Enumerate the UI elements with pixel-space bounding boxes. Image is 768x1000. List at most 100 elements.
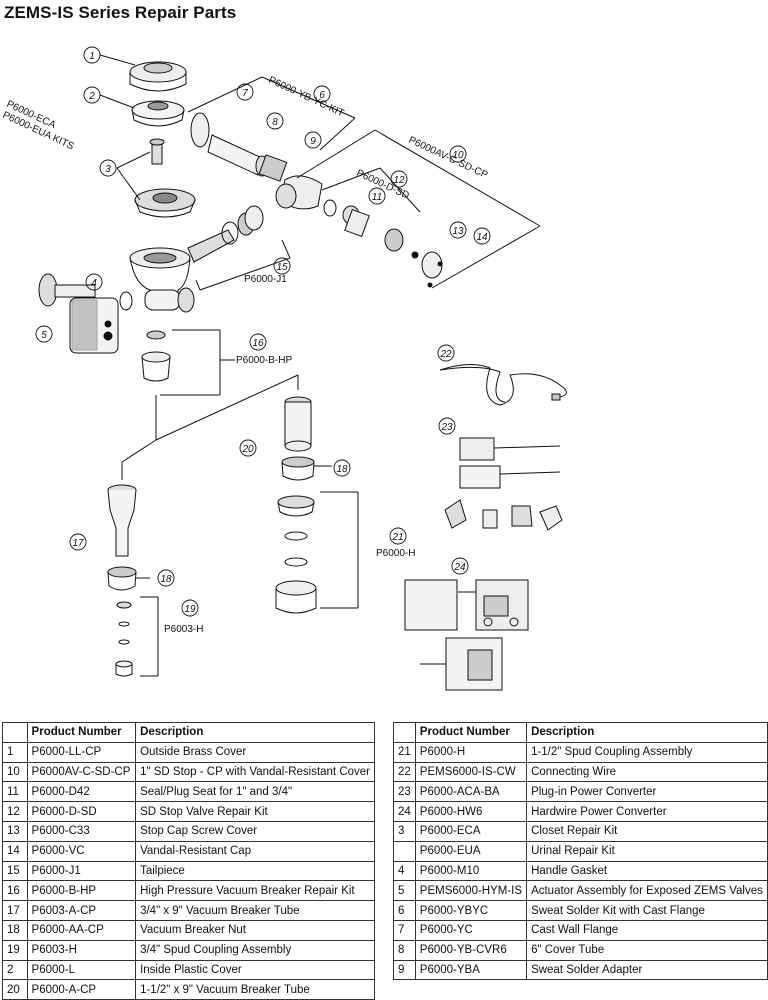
row-num: 22 bbox=[393, 761, 416, 783]
kit-label-p6003: P6003-H bbox=[164, 624, 203, 635]
row-num: 4 bbox=[393, 860, 416, 882]
callout-4-circle bbox=[85, 273, 103, 291]
table-header-row: Product Number Description bbox=[393, 722, 768, 743]
row-product-number: P6000-VC bbox=[26, 840, 137, 862]
callout-17-circle bbox=[69, 533, 87, 551]
row-description: Sweat Solder Adapter bbox=[526, 959, 768, 981]
exploded-parts-diagram: 1 2 3 4 5 6 7 8 9 10 11 12 13 14 15 16 1… bbox=[1, 46, 567, 691]
callout-2-circle bbox=[83, 86, 101, 104]
callout-5-circle bbox=[35, 325, 53, 343]
row-description: Closet Repair Kit bbox=[526, 820, 768, 842]
header-num bbox=[393, 722, 416, 743]
callout-3-circle bbox=[99, 159, 117, 177]
row-description: Handle Gasket bbox=[526, 860, 768, 882]
row-num: 16 bbox=[2, 880, 28, 902]
row-description: Hardwire Power Converter bbox=[526, 801, 768, 822]
callout-15: 15 bbox=[276, 262, 288, 273]
callout-13-circle bbox=[449, 221, 467, 239]
row-num: 9 bbox=[393, 959, 416, 981]
callout-10: 10 bbox=[452, 150, 464, 161]
row-product-number: P6000-B-HP bbox=[26, 880, 137, 902]
part-breaker-tube-small bbox=[107, 484, 137, 557]
row-num: 7 bbox=[393, 919, 416, 941]
row-description: 1-1/2" x 9" Vacuum Breaker Tube bbox=[135, 979, 375, 1000]
row-product-number: P6000-A-CP bbox=[26, 979, 137, 1000]
row-description: 3/4" Spud Coupling Assembly bbox=[135, 939, 375, 961]
header-product-number: Product Number bbox=[414, 722, 528, 743]
row-description: Cast Wall Flange bbox=[526, 919, 768, 941]
row-product-number: P6000AV-C-SD-CP bbox=[26, 761, 137, 783]
callout-10-circle bbox=[449, 145, 467, 163]
callout-11-circle bbox=[368, 187, 386, 205]
callout-12-circle bbox=[390, 170, 408, 188]
row-product-number: P6000-D42 bbox=[26, 781, 137, 803]
callout-1-circle bbox=[83, 46, 101, 64]
row-product-number: P6000-ACA-BA bbox=[414, 781, 528, 803]
row-num: 11 bbox=[2, 781, 28, 803]
callout-22-circle bbox=[437, 344, 455, 362]
row-product-number: P6000-YC bbox=[414, 919, 528, 941]
table-header-row: Product Number Description bbox=[2, 722, 375, 743]
callout-16: 16 bbox=[252, 338, 264, 349]
row-product-number: P6000-L bbox=[26, 959, 137, 981]
callout-18-circle bbox=[333, 459, 351, 477]
callout-21-circle bbox=[389, 527, 407, 545]
row-num: 1 bbox=[2, 741, 28, 763]
row-product-number: P6000-YBA bbox=[414, 959, 528, 981]
row-description: High Pressure Vacuum Breaker Repair Kit bbox=[135, 880, 375, 902]
part-connecting-wire bbox=[439, 364, 567, 406]
part-valve-body bbox=[129, 247, 195, 313]
kit-label-j1: P6000-J1 bbox=[244, 274, 287, 285]
callout-6: 6 bbox=[319, 90, 325, 101]
row-num: 14 bbox=[2, 840, 28, 862]
row-num: 10 bbox=[2, 761, 28, 783]
part-tailpiece bbox=[187, 205, 291, 291]
row-num: 17 bbox=[2, 900, 28, 921]
row-num: 2 bbox=[2, 959, 28, 981]
row-description: Seal/Plug Seat for 1" and 3/4" bbox=[135, 781, 375, 803]
callout-20-circle bbox=[239, 439, 257, 457]
row-product-number: P6000-EUA bbox=[414, 840, 528, 862]
row-product-number: P6000-AA-CP bbox=[26, 919, 137, 941]
part-inside-plastic-cover bbox=[99, 94, 185, 127]
row-product-number: P6003-H bbox=[26, 939, 137, 961]
callout-7: 7 bbox=[242, 88, 248, 99]
row-description: Vandal-Resistant Cap bbox=[135, 840, 375, 862]
part-outside-brass-cover bbox=[99, 54, 187, 92]
callout-2: 2 bbox=[88, 91, 95, 102]
row-num: 6 bbox=[393, 900, 416, 921]
kit-label-bhp: P6000-B-HP bbox=[236, 355, 292, 366]
part-plug-in-converter bbox=[444, 437, 563, 531]
row-product-number: P6000-H bbox=[414, 741, 528, 763]
callout-19: 19 bbox=[184, 604, 196, 615]
part-spud-coupling-small bbox=[115, 596, 159, 677]
row-description: Stop Cap Screw Cover bbox=[135, 820, 375, 842]
callout-9-circle bbox=[304, 131, 322, 149]
callout-18b-circle bbox=[157, 569, 175, 587]
part-actuator-assembly bbox=[38, 273, 119, 354]
part-breaker-nut bbox=[281, 456, 332, 481]
header-description: Description bbox=[135, 722, 375, 743]
part-stop-cap-screw bbox=[411, 251, 419, 259]
row-num: 21 bbox=[393, 741, 416, 763]
callout-5: 5 bbox=[41, 330, 47, 341]
callout-23: 23 bbox=[440, 422, 453, 433]
row-num bbox=[393, 840, 416, 862]
part-stop-valve-kit bbox=[321, 167, 421, 252]
part-sweat-solder-kit bbox=[187, 76, 356, 210]
row-product-number: P6000-J1 bbox=[26, 860, 137, 882]
row-product-number: P6000-D-SD bbox=[26, 801, 137, 822]
part-handle-gasket bbox=[119, 291, 133, 311]
row-num: 8 bbox=[393, 939, 416, 961]
row-description: Inside Plastic Cover bbox=[135, 959, 375, 981]
kit-label-av: P6000AV-C-SD-CP bbox=[407, 135, 490, 181]
